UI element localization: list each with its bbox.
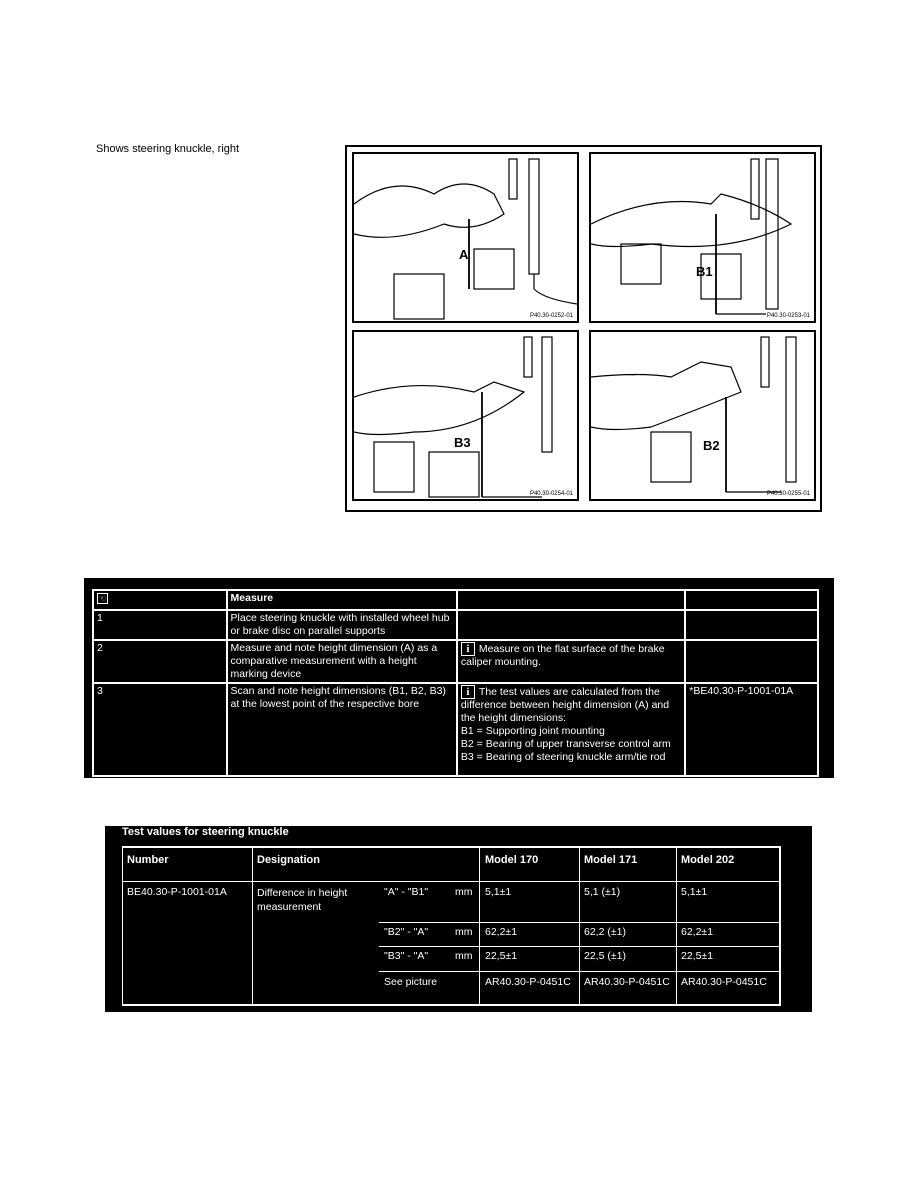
value-model-171: AR40.30-P-0451C — [584, 976, 670, 988]
value-model-171: 22,5 (±1) — [584, 950, 626, 962]
row-unit: mm — [455, 926, 473, 938]
figure-caption: Shows steering knuckle, right — [96, 143, 240, 155]
header-designation: Designation — [257, 854, 320, 866]
figure-panel-b1: B1 P40.30-0253-01 — [589, 152, 816, 323]
test-designation: Difference in height measurement — [257, 887, 348, 913]
row-unit: mm — [455, 886, 473, 898]
value-model-171: 5,1 (±1) — [584, 886, 621, 898]
note-line: B1 = Supporting joint mounting — [460, 725, 605, 737]
value-model-170: AR40.30-P-0451C — [485, 976, 571, 988]
step-measure: Scan and note height dimensions (B1, B2,… — [225, 682, 458, 777]
svg-text:B2: B2 — [703, 438, 720, 453]
svg-text:B3: B3 — [454, 435, 471, 450]
value-model-171: 62,2 (±1) — [584, 926, 626, 938]
step-number: 1 — [92, 609, 228, 641]
knuckle-drawing-a: A — [354, 158, 577, 320]
header-measure: Measure — [225, 589, 458, 611]
step-ref: *BE40.30-P-1001-01A — [684, 682, 819, 777]
header-model-171: Model 171 — [584, 854, 638, 866]
value-model-202: 5,1±1 — [681, 886, 708, 898]
step-icon: ☜ — [97, 593, 108, 604]
figure-id: P40.30-0252-01 — [529, 313, 573, 319]
info-icon: i — [460, 685, 475, 699]
svg-text:A: A — [459, 247, 469, 262]
figure-panel-a: A P40.30-0252-01 — [352, 152, 579, 323]
header-model-170: Model 170 — [485, 854, 539, 866]
value-model-202: AR40.30-P-0451C — [681, 976, 767, 988]
test-values-title: Test values for steering knuckle — [122, 826, 289, 838]
value-model-170: 62,2±1 — [485, 926, 518, 938]
value-model-170: 22,5±1 — [485, 950, 518, 962]
figure-id: P40.30-0254-01 — [529, 491, 573, 497]
row-unit: mm — [455, 950, 473, 962]
row-label: "B3" - "A" — [384, 950, 429, 962]
test-values-table: Number Designation Model 170 Model 171 M… — [122, 846, 781, 1006]
table-header-row: ☜ Measure — [92, 589, 819, 611]
row-label: "A" - "B1" — [384, 886, 429, 898]
note-line: B2 = Bearing of upper transverse control… — [460, 738, 671, 750]
step-note — [455, 609, 687, 641]
figure-id: P40.30-0255-01 — [766, 491, 810, 497]
row-label: See picture — [384, 976, 438, 988]
step-ref — [684, 609, 819, 641]
figure-panel-b3: B3 P40.30-0254-01 — [352, 330, 579, 501]
step-measure: Place steering knuckle with installed wh… — [225, 609, 458, 641]
table-row: 3 Scan and note height dimensions (B1, B… — [92, 682, 819, 777]
note-text: Measure on the flat surface of the brake… — [460, 643, 665, 668]
step-number: 2 — [92, 639, 228, 684]
step-ref — [684, 639, 819, 684]
header-note — [455, 589, 687, 611]
header-ref — [684, 589, 819, 611]
step-number: 3 — [92, 682, 228, 777]
header-number: Number — [127, 854, 169, 866]
value-model-202: 22,5±1 — [681, 950, 714, 962]
svg-text:B1: B1 — [696, 264, 713, 279]
figure-panel-b2: B2 P40.30-0255-01 — [589, 330, 816, 501]
header-model-202: Model 202 — [681, 854, 735, 866]
step-measure: Measure and note height dimension (A) as… — [225, 639, 458, 684]
steering-knuckle-figure: A P40.30-0252-01 B1 P40.30-0253-01 B3 P4… — [345, 145, 822, 512]
note-line: B3 = Bearing of steering knuckle arm/tie… — [460, 751, 666, 763]
value-model-170: 5,1±1 — [485, 886, 512, 898]
table-row: 2 Measure and note height dimension (A) … — [92, 639, 819, 684]
info-icon: i — [460, 642, 475, 656]
steps-table: ☜ Measure 1 Place steering knuckle with … — [92, 589, 819, 777]
test-number: BE40.30-P-1001-01A — [127, 886, 227, 898]
steps-table-container: ☜ Measure 1 Place steering knuckle with … — [84, 578, 834, 778]
test-values-container: Test values for steering knuckle Number … — [105, 826, 812, 1012]
table-row: 1 Place steering knuckle with installed … — [92, 609, 819, 641]
value-model-202: 62,2±1 — [681, 926, 714, 938]
row-label: "B2" - "A" — [384, 926, 429, 938]
note-text: The test values are calculated from the … — [460, 686, 670, 724]
figure-id: P40.30-0253-01 — [766, 313, 810, 319]
